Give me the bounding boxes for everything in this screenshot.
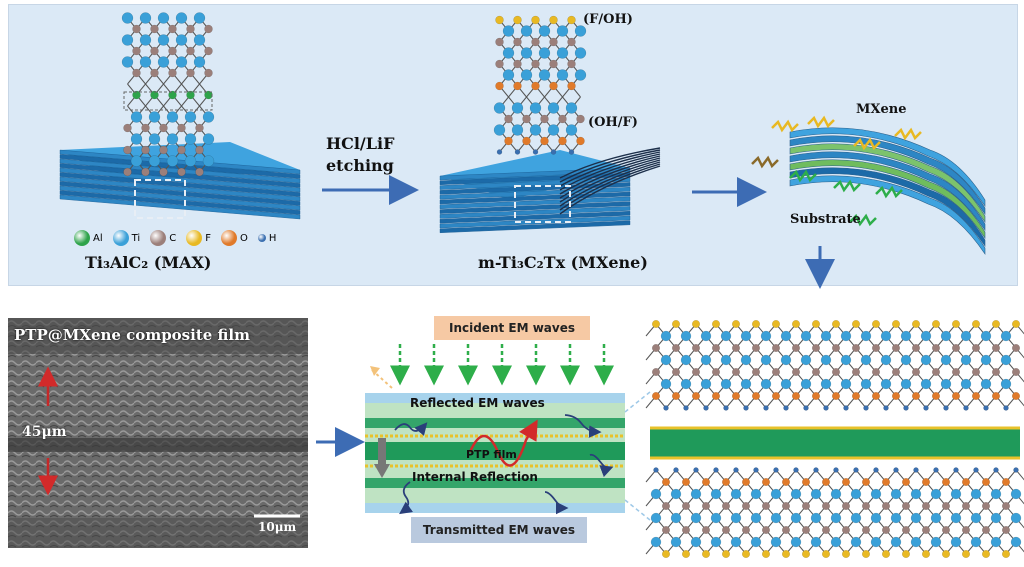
legend-symbol: O [239, 232, 248, 244]
max-label: Ti₃AlC₂ (MAX) [85, 253, 212, 272]
incident-wave-arrows [390, 344, 614, 386]
mxene-substrate-sheets [789, 127, 986, 255]
legend-symbol: F [205, 232, 211, 244]
internal-reflection-label: Internal Reflection [412, 470, 538, 484]
legend-item-o: O [220, 230, 248, 246]
reflected-arrow [371, 369, 393, 389]
scale-bar-label: 10μm [258, 520, 297, 534]
legend-symbol: Ti [131, 232, 141, 244]
legend-symbol: Al [93, 232, 103, 244]
legend-swatch [186, 230, 203, 246]
legend-item-ti: Ti [112, 230, 141, 246]
legend-swatch [74, 230, 90, 246]
legend-item-h: H [257, 232, 277, 244]
scattered-waves [394, 414, 614, 515]
mxene-film-lattice [645, 319, 1024, 559]
transmitted-waves-box: Transmitted EM waves [411, 517, 587, 543]
mxene-label: MXene [856, 102, 907, 117]
legend-item-f: F [186, 230, 211, 246]
internal-reflection-wave [468, 419, 538, 467]
max-crystal-structure [121, 12, 215, 177]
mxene-crystal-structure [493, 15, 587, 155]
thickness-label: 45μm [22, 424, 67, 440]
legend-swatch [112, 230, 129, 246]
etching-label-line2: etching [326, 156, 394, 175]
al-layer-box [123, 91, 213, 111]
reflected-label: Reflected EM waves [410, 396, 545, 410]
sem-title: PTP@MXene composite film [14, 326, 250, 344]
sem-image: PTP@MXene composite film 45μm 10μm [8, 318, 308, 548]
mxene-m-label: m-Ti₃C₂Tx (MXene) [478, 253, 648, 272]
etching-label-line1: HCl/LiF [326, 134, 395, 153]
legend-swatch [150, 230, 167, 246]
element-legend: Al Ti C F O H [74, 230, 276, 246]
legend-symbol: H [268, 232, 277, 244]
mxene-multilayer-block [439, 147, 661, 234]
legend-symbol: C [169, 232, 177, 244]
substrate-label: Substrate [790, 212, 861, 227]
legend-item-al: Al [74, 230, 103, 246]
shielding-schematic [365, 393, 625, 513]
legend-swatch [257, 234, 266, 242]
incident-waves-box: Incident EM waves [434, 316, 590, 340]
legend-item-c: C [150, 230, 176, 246]
termination-top-label: (F/OH) [583, 12, 633, 27]
termination-bottom-label: (OH/F) [588, 115, 638, 130]
em-wave-symbols [751, 115, 922, 227]
legend-swatch [220, 230, 237, 246]
ptp-film-label: PTP film [466, 448, 517, 461]
